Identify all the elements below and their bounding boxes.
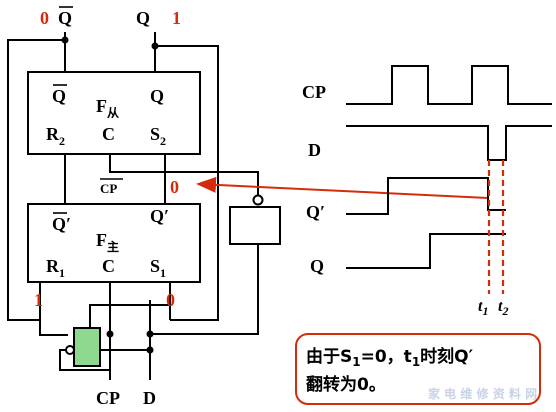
junction-dot [151,42,159,50]
junction-dot [61,36,69,44]
watermark: 家 电 维 修 资 料 网 [428,386,537,401]
t2-label: t2 [498,298,508,318]
inverter-box [229,206,281,245]
input-gate-bubble-icon [65,345,75,355]
master-name-label: F主 [96,230,119,254]
note-box [295,333,541,405]
master-c-label: C [102,256,115,276]
r1-level-label: 1 [34,290,43,310]
note-line-1: 由于S1=0，t1时刻Q′ [306,346,474,369]
wave-d-line [346,125,552,161]
input-d-label: D [143,388,156,408]
wave-cp-label: CP [302,82,326,102]
t1-label: t1 [478,298,488,318]
qbar-level-label: 0 [40,8,49,28]
slave-q-label: Q [150,86,164,106]
master-r-label: R1 [46,256,65,280]
wave-qp-label: Q′ [306,202,325,222]
master-qbar-label: Q′ [52,214,71,234]
slave-name-label: F从 [96,96,119,120]
q-prime-level-label: 0 [170,177,179,197]
wave-d-label: D [308,140,321,160]
slave-s-label: S2 [150,124,166,148]
slave-r-label: R2 [46,124,65,148]
s1-level-label: 0 [166,290,175,310]
master-q-label: Q′ [150,206,169,226]
wave-q-label: Q [310,256,324,276]
top-q-label: Q [136,8,150,28]
gate-wiring [59,349,110,371]
inverter-bubble-icon [252,194,264,206]
annotation-arrow [196,176,489,199]
q-level-label: 1 [172,8,181,28]
note-line-2: 翻转为0。 [306,374,386,395]
junction-dot [146,330,154,338]
slave-qbar-label: Q [52,86,66,106]
master-flipflop-box [27,203,201,283]
master-s-label: S1 [150,256,166,280]
wave-cp-line [346,65,552,105]
wave-q-line [346,233,506,269]
cp-bar-label: CP [100,181,117,196]
input-cp-label: CP [96,388,120,408]
top-qbar-label: Q [58,8,72,28]
slave-c-label: C [102,124,115,144]
junction-dot [106,330,114,338]
wave-qp-line [346,177,506,215]
input-gate-box [73,327,101,367]
